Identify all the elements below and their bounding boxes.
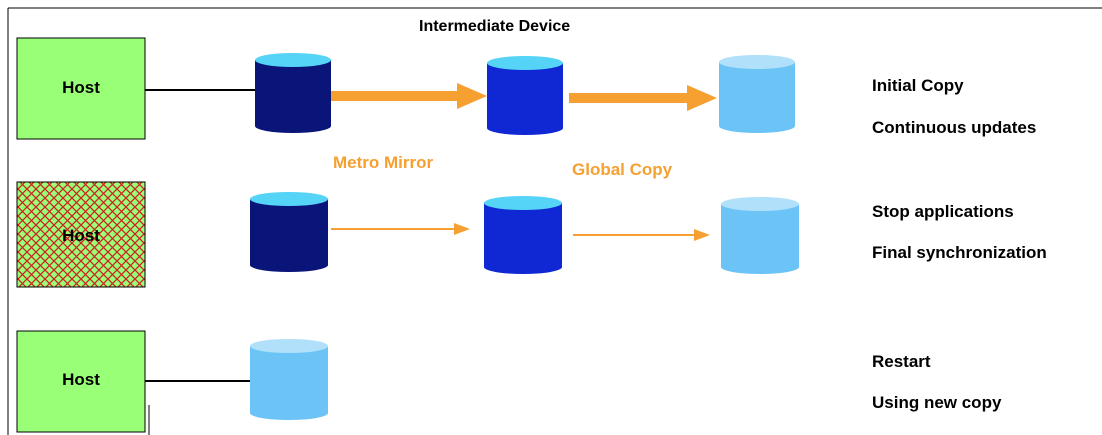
global-copy-arrow-thin bbox=[573, 229, 710, 241]
host-label-2: Host bbox=[62, 226, 100, 245]
step1-line1: Initial Copy bbox=[872, 76, 964, 95]
host-box-3 bbox=[16, 330, 146, 433]
host-box-2-hatched bbox=[16, 181, 146, 288]
step2-line2: Final synchronization bbox=[872, 243, 1047, 262]
step3-line2: Using new copy bbox=[872, 393, 1002, 412]
disk-new-copy-row3 bbox=[250, 339, 328, 420]
global-copy-label: Global Copy bbox=[572, 160, 673, 179]
disk-intermediate-row2 bbox=[484, 196, 562, 274]
step1-line2: Continuous updates bbox=[872, 118, 1037, 137]
metro-mirror-arrow-thick bbox=[331, 83, 487, 109]
host-label-3: Host bbox=[62, 370, 100, 389]
host-box-1 bbox=[16, 37, 146, 140]
disk-intermediate-row1 bbox=[487, 56, 563, 135]
step3-line1: Restart bbox=[872, 352, 931, 371]
host-label-1: Host bbox=[62, 78, 100, 97]
metro-mirror-label: Metro Mirror bbox=[333, 153, 434, 172]
diagram-title: Intermediate Device bbox=[419, 18, 571, 35]
disk-source-row2 bbox=[250, 192, 328, 272]
disk-target-row2 bbox=[721, 197, 799, 274]
disk-source-row1 bbox=[255, 53, 331, 133]
step2-line1: Stop applications bbox=[872, 202, 1014, 221]
metro-mirror-arrow-thin bbox=[331, 223, 470, 235]
disk-target-row1 bbox=[719, 55, 795, 133]
global-copy-arrow-thick bbox=[569, 85, 717, 111]
